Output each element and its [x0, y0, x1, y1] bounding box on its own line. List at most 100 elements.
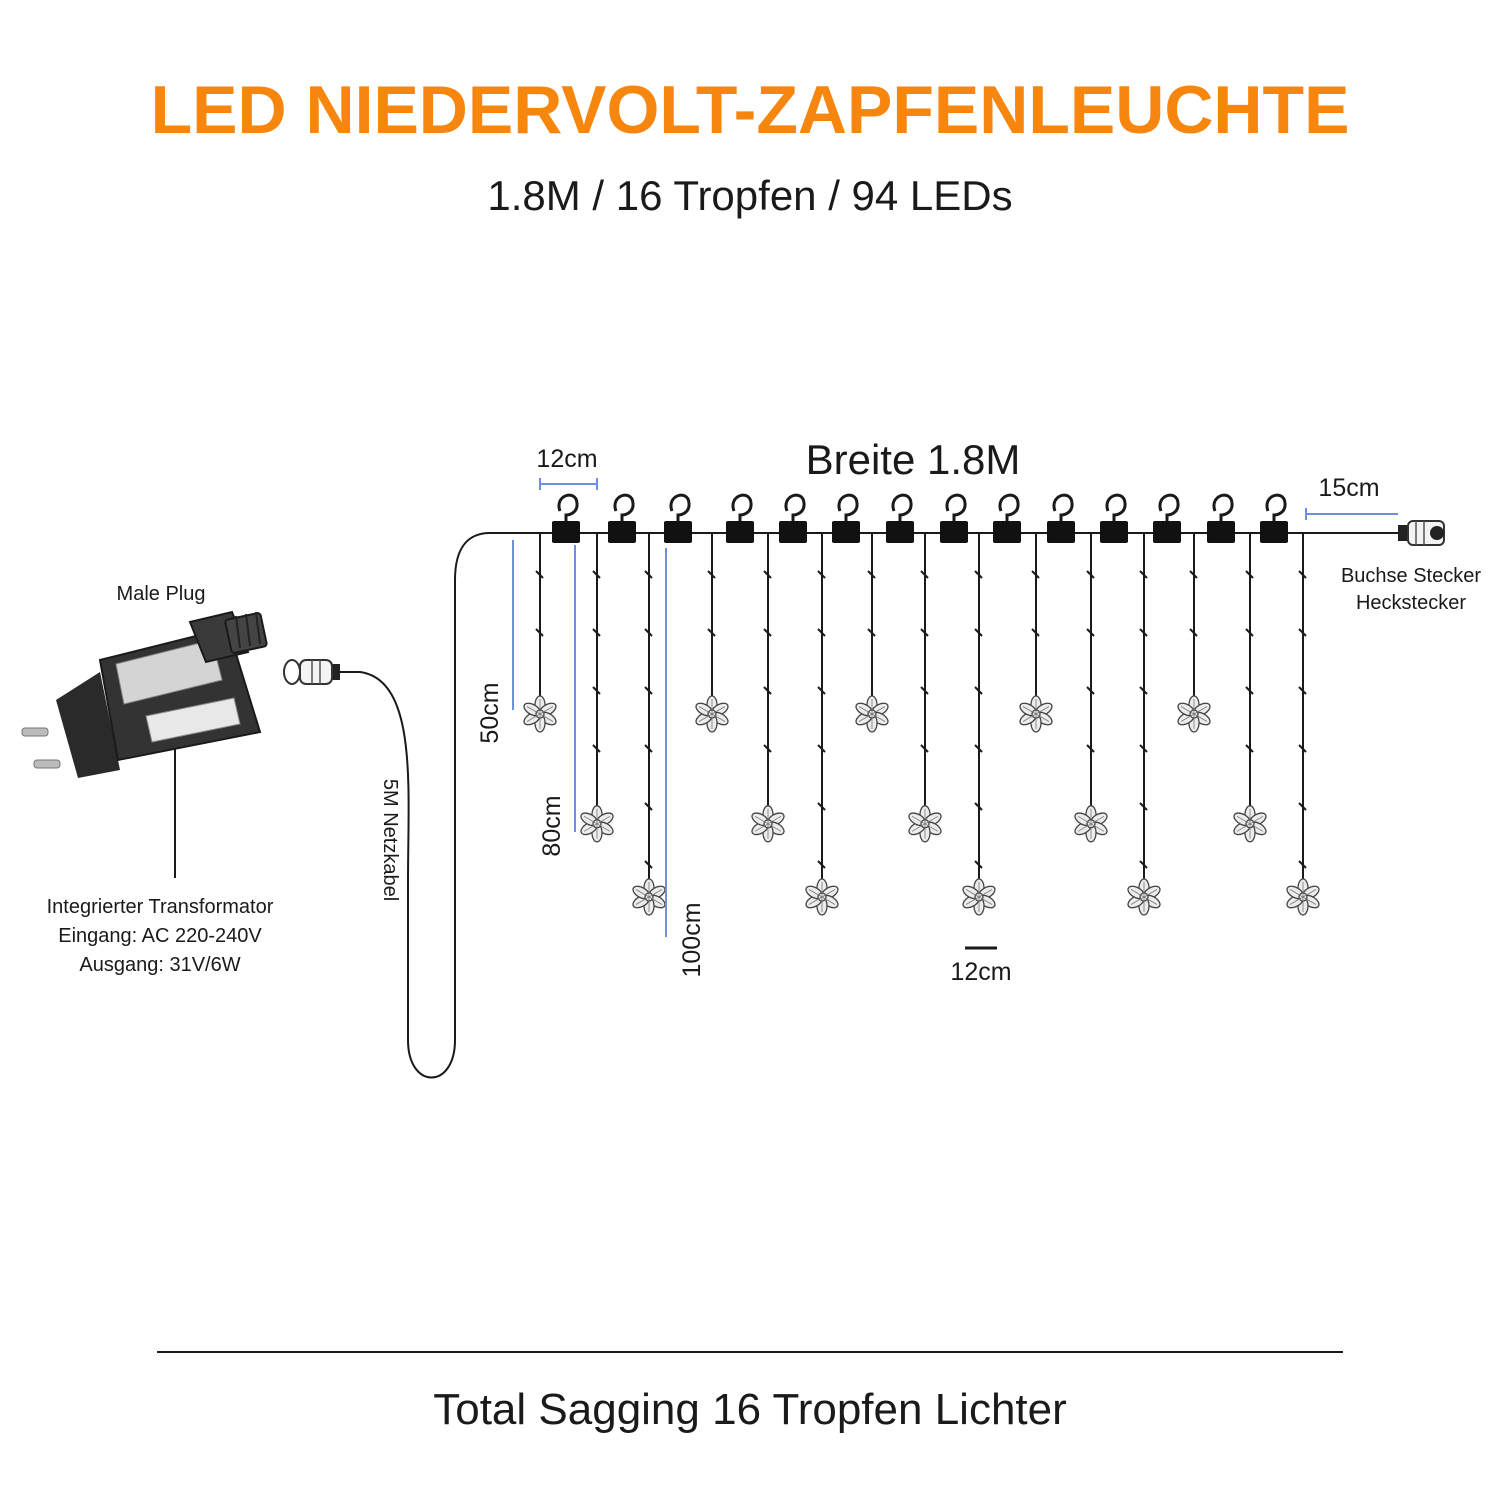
led-tick: [1245, 744, 1254, 753]
led-tick: [592, 628, 601, 637]
hook-icon: [550, 493, 582, 545]
snowflake-icon: [630, 878, 668, 916]
hook-icon: [1045, 493, 1077, 545]
led-tick: [763, 628, 772, 637]
led-tick: [1139, 570, 1148, 579]
led-tick: [974, 802, 983, 811]
led-tick: [644, 802, 653, 811]
hook-icon: [662, 493, 694, 545]
drop-strand: [853, 533, 891, 733]
drop-strand: [1284, 533, 1322, 916]
led-tick: [1086, 744, 1095, 753]
led-tick: [974, 628, 983, 637]
connector-label-line1: Buchse Stecker: [1341, 565, 1481, 587]
drop-length-50-label: 50cm: [476, 682, 504, 743]
led-tick: [1298, 628, 1307, 637]
led-tick: [817, 628, 826, 637]
snowflake-icon: [1072, 805, 1110, 843]
snowflake-icon: [906, 805, 944, 843]
led-tick: [644, 686, 653, 695]
led-tick: [817, 570, 826, 579]
drop-strand: [803, 533, 841, 916]
led-tick: [817, 860, 826, 869]
cable-connector-icon: [283, 659, 340, 685]
hook-icon: [938, 493, 970, 545]
snowflake-icon: [1284, 878, 1322, 916]
snowflake-icon: [853, 695, 891, 733]
drop-spacing-label: 12cm: [950, 958, 1011, 986]
hook-icon: [1205, 493, 1237, 545]
led-tick: [592, 686, 601, 695]
rear-connector-icon: [1398, 520, 1445, 546]
hook-icon: [777, 493, 809, 545]
transformer-plug-icon: [21, 610, 268, 778]
led-tick: [707, 570, 716, 579]
led-tick: [1245, 628, 1254, 637]
snowflake-icon: [1231, 805, 1269, 843]
led-tick: [1298, 686, 1307, 695]
led-tick: [867, 570, 876, 579]
led-tick: [974, 744, 983, 753]
led-tick: [817, 744, 826, 753]
hook-icon: [884, 493, 916, 545]
drop-strand: [578, 533, 616, 843]
transformer-label-line2: Eingang: AC 220-240V: [58, 925, 262, 947]
snowflake-icon: [960, 878, 998, 916]
led-tick: [763, 570, 772, 579]
drop-strand: [693, 533, 731, 733]
led-tick: [1298, 860, 1307, 869]
snowflake-icon: [1125, 878, 1163, 916]
led-tick: [592, 570, 601, 579]
led-tick: [817, 686, 826, 695]
led-tick: [592, 744, 601, 753]
led-tick: [1139, 628, 1148, 637]
snowflake-icon: [693, 695, 731, 733]
hook-icon: [1258, 493, 1290, 545]
snowflake-icon: [749, 805, 787, 843]
drop-strand: [1175, 533, 1213, 733]
led-tick: [1139, 744, 1148, 753]
width-label: Breite 1.8M: [806, 436, 1021, 483]
page-title: LED NIEDERVOLT-ZAPFENLEUCHTE: [151, 72, 1350, 148]
drop-strand: [1125, 533, 1163, 916]
led-tick: [1189, 628, 1198, 637]
hook-icon: [1151, 493, 1183, 545]
end-cable-label: 15cm: [1318, 474, 1379, 502]
led-tick: [920, 744, 929, 753]
led-tick: [1086, 570, 1095, 579]
main-wire: [338, 532, 1305, 1079]
led-tick: [1086, 628, 1095, 637]
drop-strand: [906, 533, 944, 843]
led-tick: [763, 686, 772, 695]
drop-strand: [521, 533, 559, 733]
snowflake-icon: [578, 805, 616, 843]
drop-length-100-label: 100cm: [678, 902, 706, 977]
led-tick: [763, 744, 772, 753]
led-tick: [1139, 686, 1148, 695]
snowflake-icon: [521, 695, 559, 733]
drops: [521, 533, 1322, 916]
hook-icon: [724, 493, 756, 545]
led-tick: [1139, 860, 1148, 869]
led-tick: [1298, 570, 1307, 579]
connector-label-line2: Heckstecker: [1356, 592, 1466, 614]
led-tick: [644, 628, 653, 637]
hook-icon: [1098, 493, 1130, 545]
led-tick: [974, 860, 983, 869]
led-tick: [920, 628, 929, 637]
transformer-label-line3: Ausgang: 31V/6W: [79, 954, 240, 976]
drop-length-80-label: 80cm: [538, 795, 566, 856]
snowflake-icon: [803, 878, 841, 916]
led-tick: [1086, 686, 1095, 695]
led-tick: [1139, 802, 1148, 811]
led-tick: [644, 860, 653, 869]
drop-strand: [630, 533, 668, 916]
led-tick: [644, 570, 653, 579]
led-tick: [817, 802, 826, 811]
led-tick: [1245, 570, 1254, 579]
led-tick: [644, 744, 653, 753]
male-plug-label: Male Plug: [117, 583, 206, 605]
led-tick: [1298, 744, 1307, 753]
led-tick: [1245, 686, 1254, 695]
